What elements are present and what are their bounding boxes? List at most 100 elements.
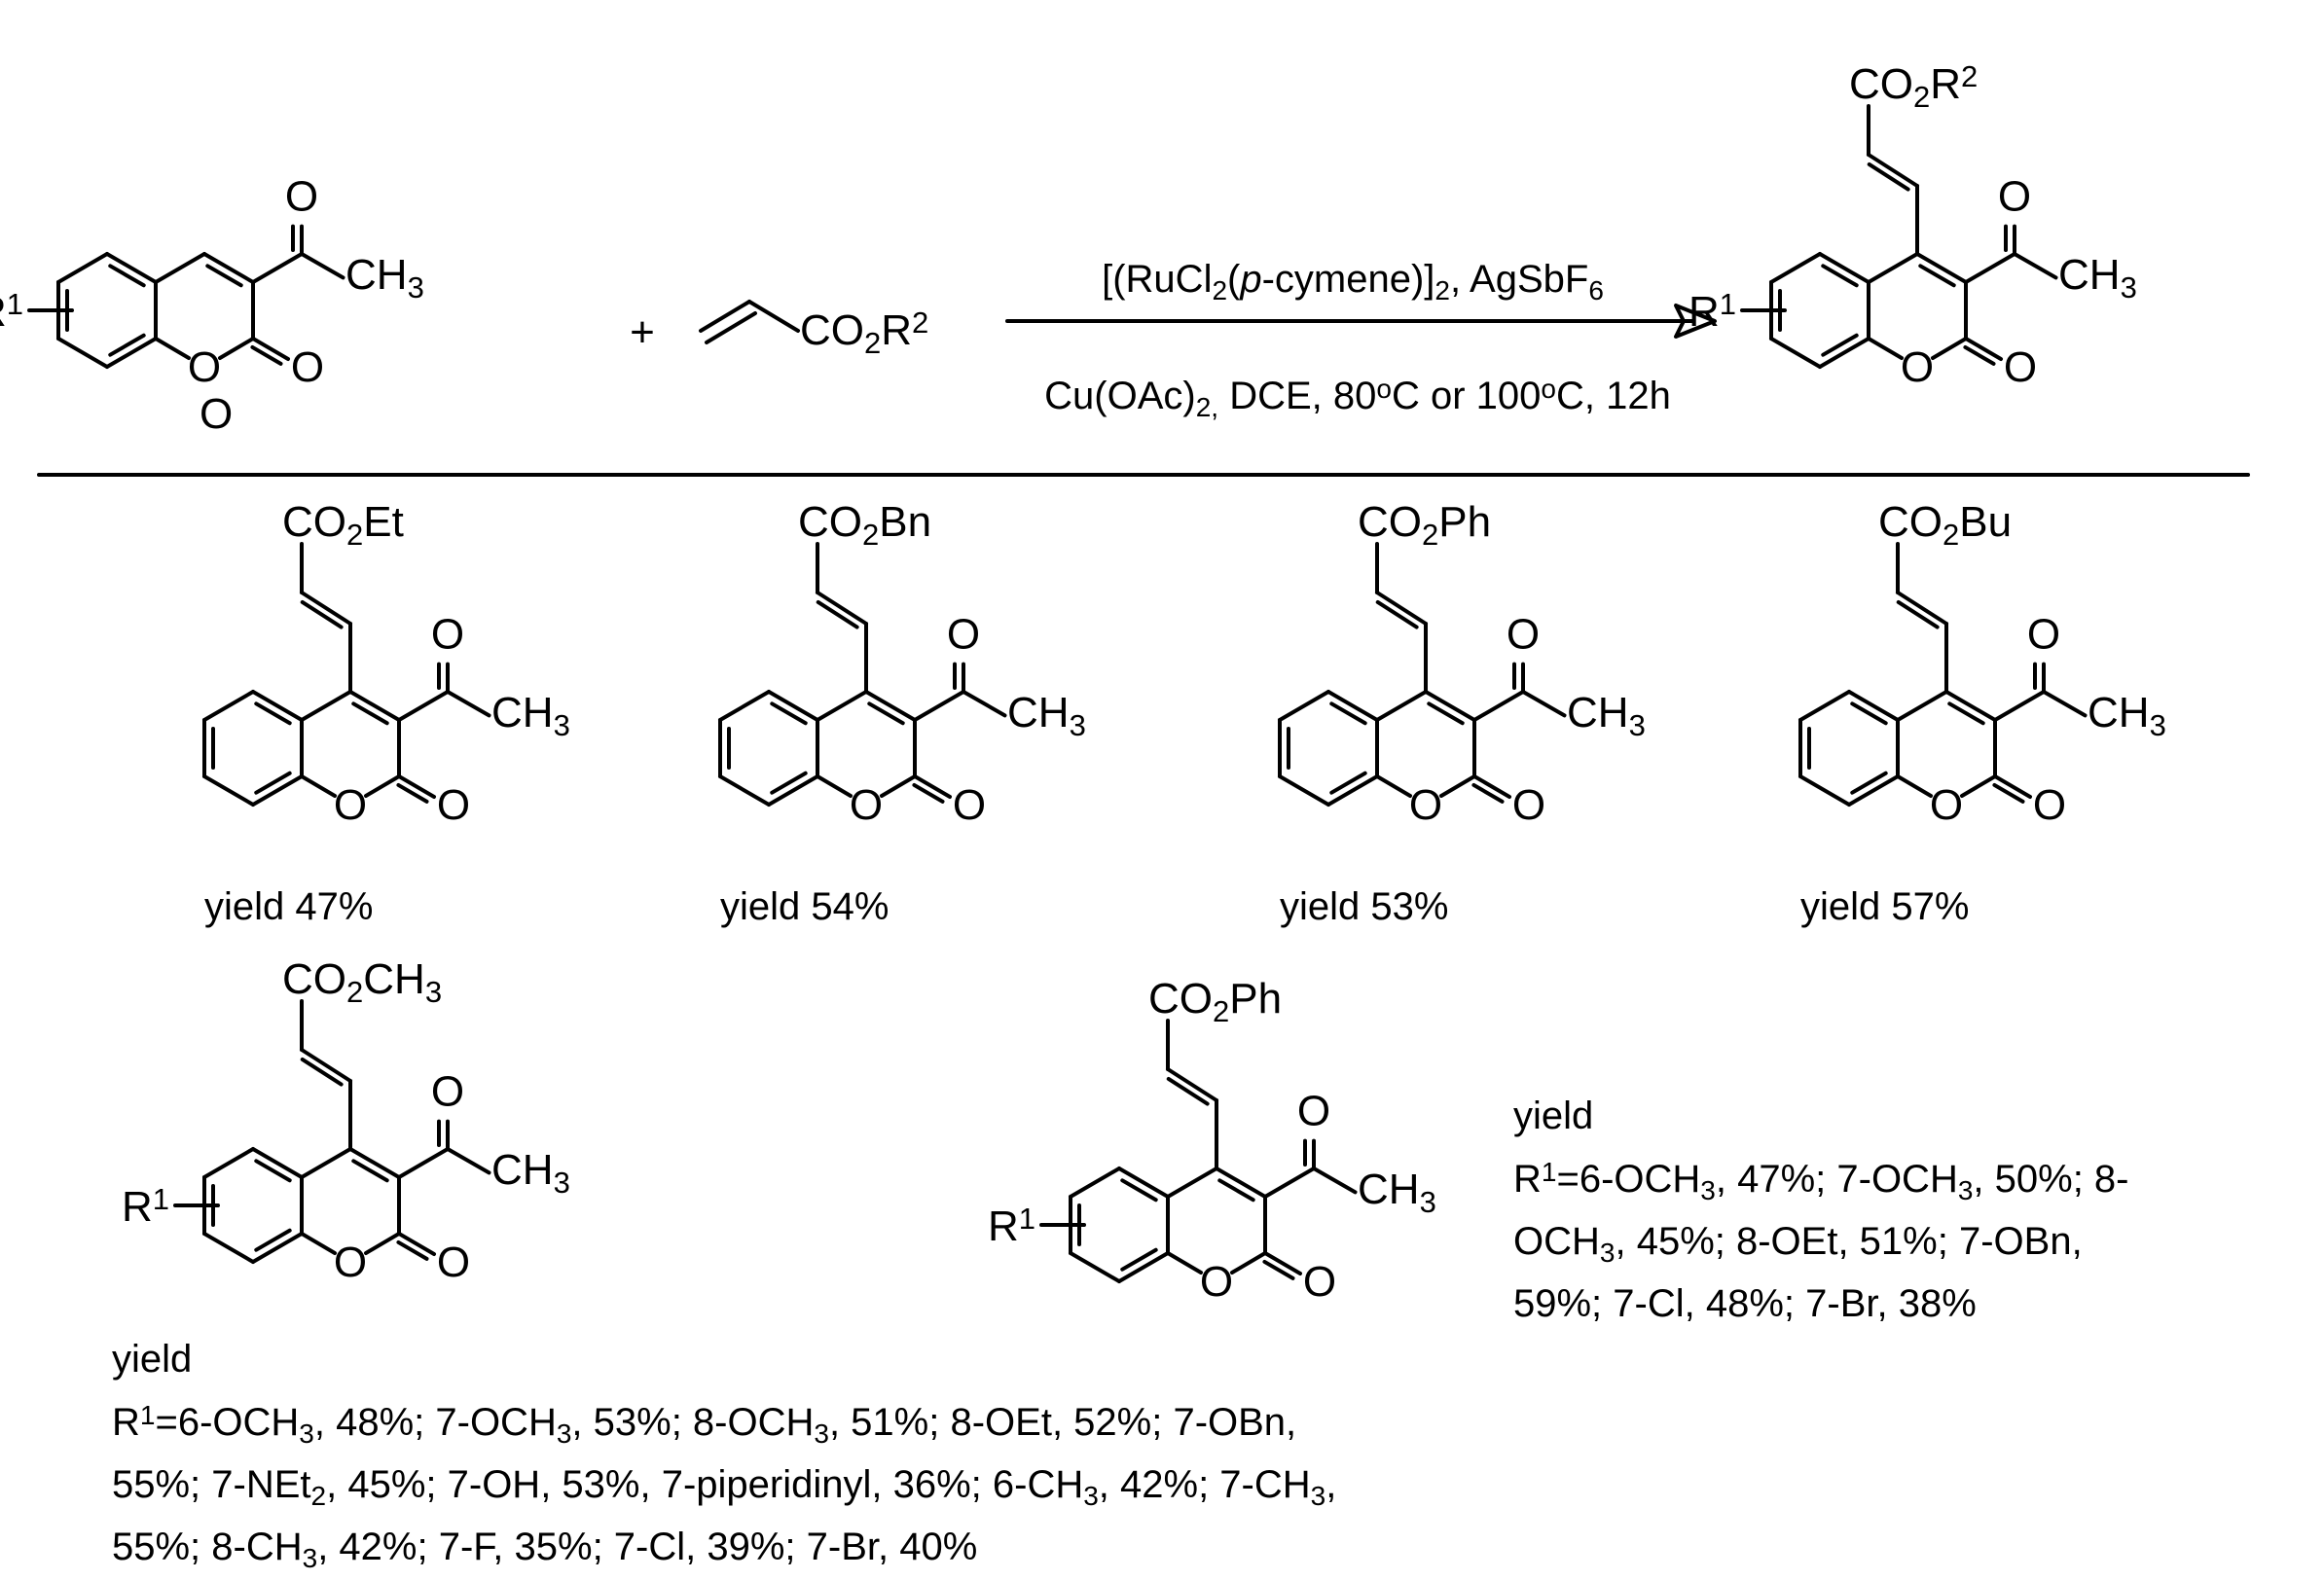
benzene-bond — [1769, 252, 1822, 284]
ring-oxygen-part: O — [1409, 781, 1442, 829]
benzene-bond — [202, 1147, 255, 1179]
pyranone-bond — [1944, 690, 1997, 722]
lactone-carbonyl-bond — [1993, 774, 2032, 799]
benzene-bond — [718, 774, 771, 807]
methyl-label: CH3 — [1567, 689, 1646, 742]
ester-label-part: Bn — [879, 498, 931, 546]
conditions-text-part: 2, — [1196, 392, 1218, 422]
acetyl-bond — [1472, 690, 1525, 722]
pyranone-bond — [1439, 774, 1476, 798]
pyranone-bond — [300, 1232, 337, 1255]
pyranone-bond — [300, 690, 352, 722]
benzene-double-bond — [254, 1228, 292, 1252]
ring-oxygen: O — [1930, 781, 1963, 829]
benzene-bond — [1847, 690, 1900, 722]
example-yield-part: yield 54% — [720, 885, 889, 928]
benzene-bond — [251, 1147, 304, 1179]
example-yield: yield 54% — [720, 885, 889, 928]
catalyst-text-part: 6 — [1588, 275, 1604, 305]
benzene-bond — [1798, 690, 1851, 722]
acetyl-oxygen: O — [285, 173, 318, 221]
conditions-text-part: o — [1541, 374, 1556, 404]
yield-line-part: , — [1325, 1463, 1336, 1506]
conditions-text-part: DCE, 80 — [1218, 375, 1376, 417]
methyl-bond — [2013, 252, 2058, 280]
benzene-bond — [1818, 252, 1870, 284]
pyranone-bond — [1424, 690, 1476, 722]
lactone-carbonyl-bond — [1263, 1251, 1302, 1275]
c3-c4-double-bond — [1918, 264, 1956, 288]
carbonyl-oxygen-part: O — [2004, 343, 2037, 391]
acetyl-oxygen-part: O — [1297, 1088, 1330, 1135]
vinyl-double-inner — [300, 1057, 344, 1087]
yield-line-part: =6-OCH — [1556, 1158, 1700, 1201]
yield-line-part: =6-OCH — [155, 1401, 299, 1444]
ester-label-part: Ph — [1229, 975, 1282, 1023]
ester-label-part: 2 — [346, 975, 363, 1009]
pyranone-bond — [348, 690, 401, 722]
ester-label: CO2Ph — [1358, 498, 1491, 552]
catalyst-text-part: 2 — [1434, 275, 1450, 305]
benzene-bond — [1847, 774, 1900, 807]
ring-oxygen: O — [334, 781, 367, 829]
vinyl-double-inner — [1896, 599, 1940, 629]
ester-label-part: Ph — [1438, 498, 1491, 546]
catalyst-text-part: -cymene)] — [1262, 258, 1435, 301]
yield-line-part: 3 — [1958, 1175, 1974, 1205]
carbonyl-oxygen: O — [953, 781, 986, 829]
benzene-bond — [1069, 1167, 1121, 1199]
series2-yield-title: yield — [1513, 1095, 1593, 1137]
methyl-label: CH3 — [491, 1146, 570, 1200]
benzene-bond — [767, 690, 819, 722]
yield-line-part: 2 — [311, 1481, 327, 1511]
example-yield: yield 57% — [1800, 885, 1969, 928]
c3-c4-double-bond — [205, 264, 243, 288]
methyl-label: CH3 — [491, 689, 570, 742]
ring-oxygen-part: O — [1200, 1258, 1233, 1306]
catalyst-text-part: ( — [1227, 258, 1241, 301]
methyl-bond — [446, 690, 491, 718]
lactone-carbonyl-bond — [251, 337, 290, 361]
c3-c4-double-bond — [351, 701, 389, 726]
conditions-text: Cu(OAc)2, DCE, 80oC or 100oC, 12h — [1044, 374, 1671, 423]
carbonyl-oxygen: O — [1512, 781, 1545, 829]
benzene-double-bond — [1329, 701, 1367, 726]
ester-label: CO2Et — [282, 498, 404, 552]
benzene-bond — [56, 252, 109, 284]
pyranone-bond — [1896, 774, 1933, 798]
benzene-bond — [105, 337, 158, 369]
pyranone-bond — [364, 774, 401, 798]
benzene-double-bond — [770, 701, 808, 726]
benzene-bond — [105, 252, 158, 284]
pyranone-bond — [154, 337, 191, 360]
acrylate-double-bond — [699, 300, 751, 333]
methyl-bond — [962, 690, 1007, 718]
yield-line-part: 3 — [1083, 1481, 1099, 1511]
ester-label: CO2Bn — [798, 498, 931, 552]
methyl-label-part: 3 — [2121, 270, 2137, 305]
lactone-carbonyl-double — [396, 1239, 429, 1261]
ring-oxygen: O — [188, 343, 221, 391]
benzene-double-bond — [1120, 1178, 1158, 1203]
series2-yield-title-part: yield — [1513, 1095, 1593, 1137]
yield-line-part: , 51%; 8-OEt, 52%; 7-OBn, — [829, 1401, 1296, 1444]
r1-label-part: 1 — [153, 1182, 169, 1216]
yield-line-part: 59%; 7-Cl, 48%; 7-Br, 38% — [1513, 1282, 1977, 1325]
ester-label-part: CO — [282, 955, 346, 1003]
acrylate-label-part: 2 — [912, 305, 928, 340]
yield-line-part: , 48%; 7-OCH — [314, 1401, 557, 1444]
conditions-text-part: o — [1376, 374, 1392, 404]
yield-line-part: 3 — [557, 1418, 572, 1449]
yield-line-part: 3 — [1700, 1175, 1716, 1205]
yield-line: 59%; 7-Cl, 48%; 7-Br, 38% — [1513, 1282, 1977, 1325]
benzene-bond — [251, 774, 304, 807]
yield-line-part: 1 — [140, 1400, 156, 1430]
r1-label: R1 — [0, 287, 23, 336]
yield-line-part: , 45%; 7-OH, 53%, 7-piperidinyl, 36%; 6-… — [326, 1463, 1083, 1506]
acrylate-label-part: 2 — [864, 326, 881, 360]
ring-oxygen: O — [1901, 343, 1934, 391]
acetyl-oxygen-part: O — [2027, 611, 2060, 659]
ring-oxygen-part: O — [334, 1239, 367, 1286]
ester-label-part: 2 — [1213, 994, 1229, 1028]
